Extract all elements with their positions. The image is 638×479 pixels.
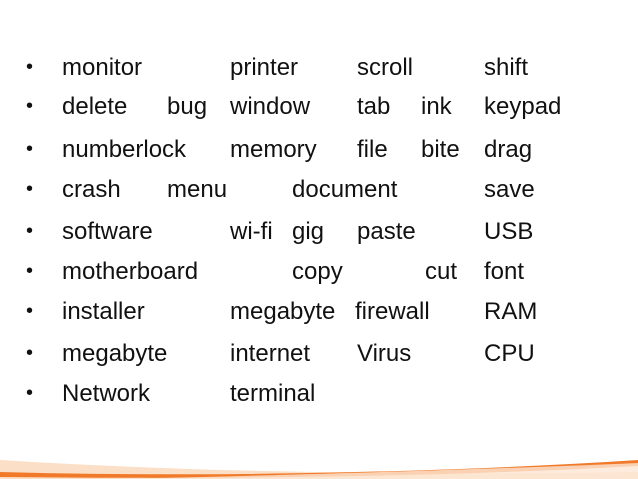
word: memory [230,136,317,163]
word: installer [62,298,145,325]
word: save [484,176,535,203]
word: monitor [62,54,143,81]
list-item: • installer megabyte firewall RAM [0,292,638,332]
word: shift [484,54,529,81]
word: internet [230,340,311,367]
bullet-icon: • [26,220,34,242]
word: paste [357,218,416,245]
bullet-icon: • [26,260,34,282]
word: drag [484,136,533,163]
bullet-icon: • [26,342,34,364]
word: cut [425,258,458,285]
word: firewall [355,298,430,325]
word: megabyte [62,340,168,367]
word: document [292,176,398,203]
list-item: • megabyte internet Virus CPU [0,334,638,374]
word: delete [62,93,128,120]
bullet-icon: • [26,382,34,404]
word: scroll [357,54,414,81]
word: Network [62,380,151,407]
bullet-icon: • [26,56,34,78]
word: terminal [230,380,316,407]
decorative-swoosh [0,460,638,479]
list-item: • numberlock memory file bite drag [0,130,638,170]
word: Virus [357,340,412,367]
word: RAM [484,298,538,325]
word: software [62,218,153,245]
word: ink [421,93,452,120]
word: window [230,93,311,120]
word: wi-fi [230,218,273,245]
word: keypad [484,93,562,120]
vocabulary-bullet-list: • monitor printer scroll shift • delete … [0,48,638,414]
word: gig [292,218,325,245]
word: font [484,258,525,285]
word: printer [230,54,299,81]
word: menu [167,176,228,203]
word: crash [62,176,121,203]
word: copy [292,258,343,285]
word: megabyte [230,298,336,325]
list-item: • delete bug window tab ink keypad [0,87,638,127]
bullet-icon: • [26,95,34,117]
word: motherboard [62,258,199,285]
list-item: • crash menu document save [0,170,638,210]
word: tab [357,93,391,120]
list-item: • monitor printer scroll shift [0,48,638,88]
list-item: • motherboard copy cut font [0,252,638,292]
word: file [357,136,388,163]
word: bite [421,136,460,163]
list-item: • Network terminal [0,374,638,414]
word: CPU [484,340,535,367]
bullet-icon: • [26,138,34,160]
word: numberlock [62,136,187,163]
bullet-icon: • [26,178,34,200]
list-item: • software wi-fi gig paste USB [0,212,638,252]
bullet-icon: • [26,300,34,322]
word: bug [167,93,208,120]
word: USB [484,218,534,245]
